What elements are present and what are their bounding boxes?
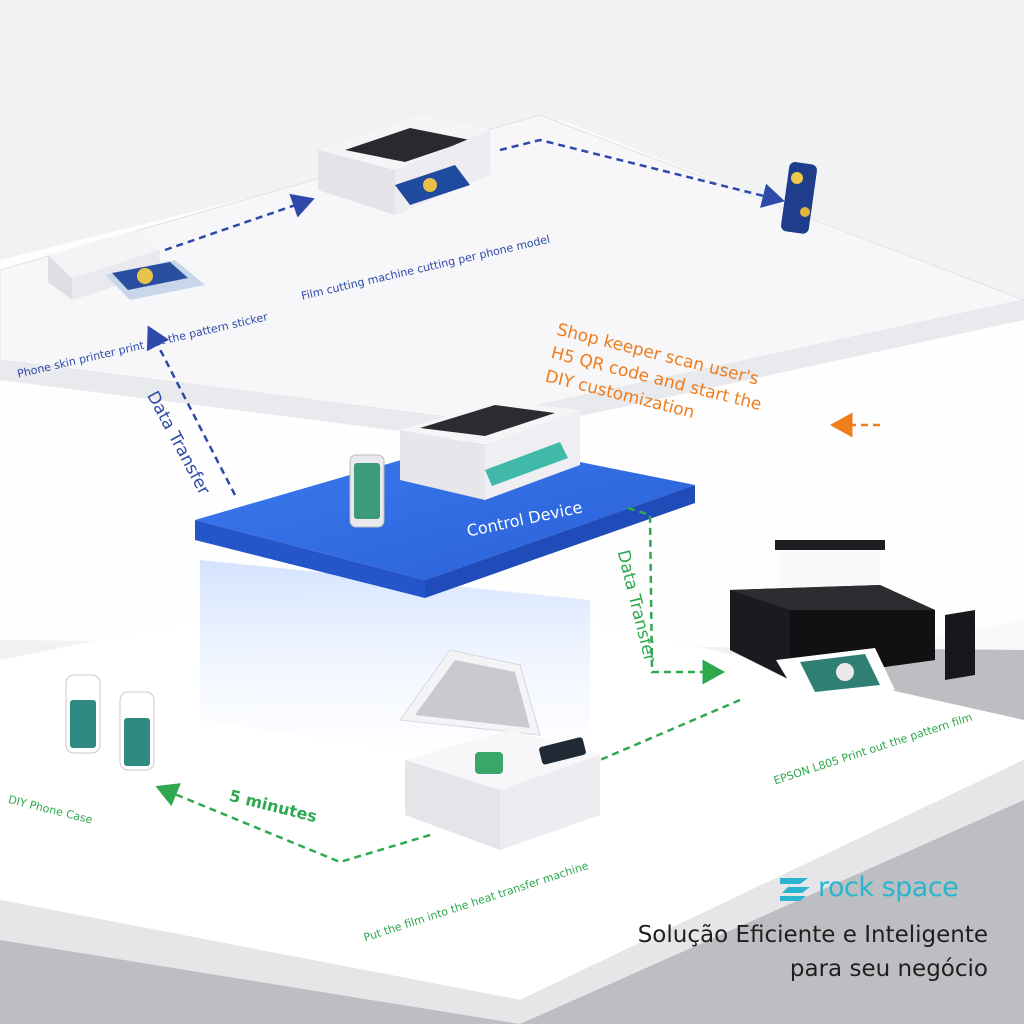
upper-shelf-edge (0, 300, 1024, 440)
finished-phone-top (781, 162, 817, 234)
control-device-machine (400, 400, 580, 500)
brand-name: rock space (818, 872, 959, 903)
epson-printer (730, 540, 975, 700)
arrow-cutter-to-phone (499, 138, 785, 208)
arrow-data-to-printer (146, 325, 237, 496)
control-phone (349, 454, 385, 528)
control-platform (195, 440, 695, 580)
arrow-epson-to-heat (599, 698, 741, 762)
floor-edge (0, 760, 1024, 1024)
tagline-line-2: para seu negócio (789, 956, 988, 982)
platform-side-left (195, 520, 425, 598)
phone-skin-printer (48, 230, 205, 300)
brand-block: rock space (778, 872, 959, 903)
tagline-line-1: Solução Eficiente e Inteligente (637, 922, 988, 948)
platform-side-right (425, 485, 695, 598)
rock-space-logo-icon (780, 877, 810, 901)
arrow-data-to-epson (627, 506, 725, 685)
tagline: Solução Eficiente e Inteligente para seu… (638, 918, 988, 986)
heat-transfer-machine (399, 649, 600, 850)
diy-phone-cases (65, 674, 155, 771)
film-cutting-machine (318, 115, 490, 215)
arrow-printer-to-cutter (164, 193, 315, 252)
